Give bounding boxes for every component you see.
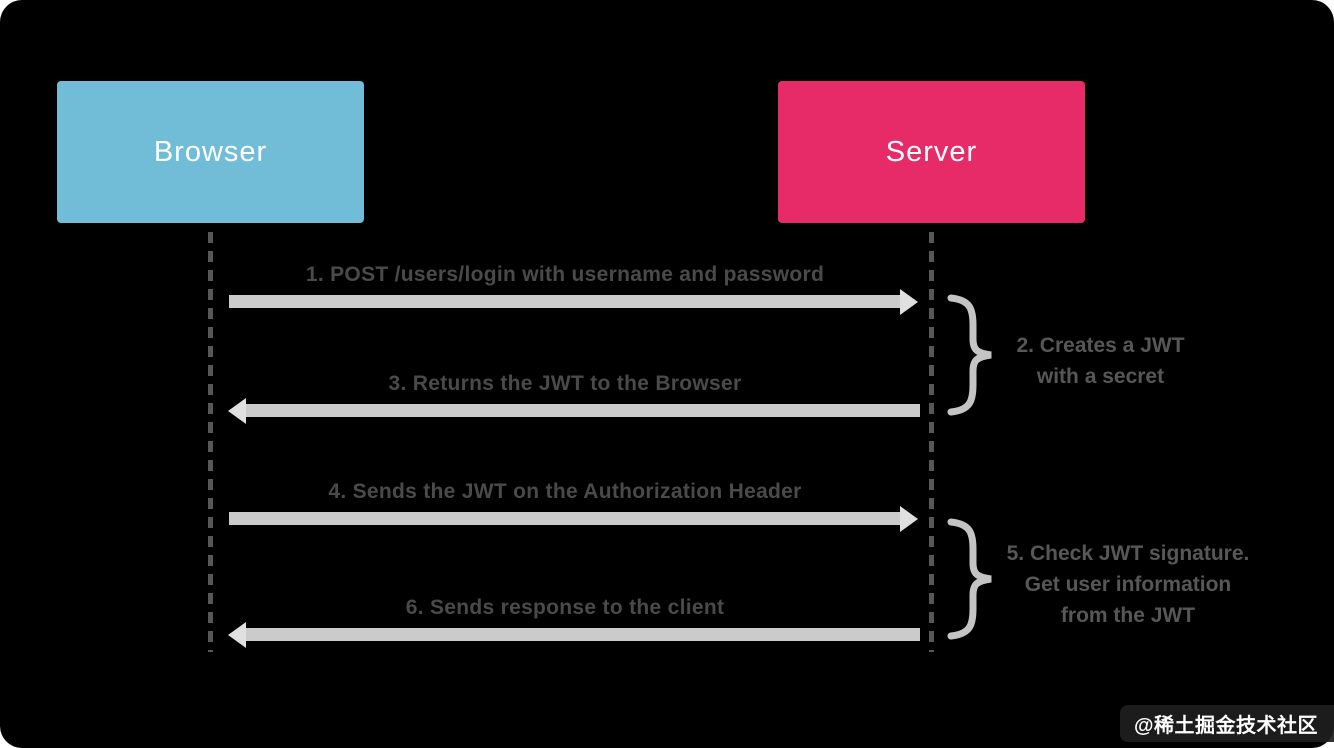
server-note-1-line: 2. Creates a JWT <box>1016 334 1185 357</box>
actor-box-server: Server <box>778 81 1085 223</box>
message-1-label: 1. POST /users/login with username and p… <box>305 263 825 286</box>
server-note-2-line: Get user information <box>1024 573 1232 596</box>
curly-brace-icon <box>946 293 996 417</box>
watermark-badge: @稀土掘金技术社区 <box>1119 705 1334 742</box>
message-2-label: 3. Returns the JWT to the Browser <box>388 372 742 395</box>
server-note-1: 2. Creates a JWT with a secret <box>998 330 1203 392</box>
arrow-right-icon <box>900 289 918 315</box>
server-note-2: 5. Check JWT signature. Get user informa… <box>988 538 1268 631</box>
server-note-2-line: from the JWT <box>1060 604 1196 627</box>
server-note-1-line: with a secret <box>1036 365 1165 388</box>
arrow-left-icon <box>228 398 246 424</box>
message-3-arrow-line <box>229 512 901 525</box>
watermark-text: @稀土掘金技术社区 <box>1133 715 1318 737</box>
server-note-2-line: 5. Check JWT signature. <box>1006 542 1250 565</box>
message-1-arrow-line <box>229 295 901 308</box>
message-2-arrow-line <box>246 404 920 417</box>
curly-brace-icon <box>946 517 996 641</box>
server-lifeline <box>929 232 934 652</box>
actor-box-browser: Browser <box>57 81 364 223</box>
arrow-left-icon <box>228 622 246 648</box>
browser-lifeline <box>208 232 213 652</box>
message-4-arrow-line <box>246 628 920 641</box>
arrow-right-icon <box>900 506 918 532</box>
message-3-label: 4. Sends the JWT on the Authorization He… <box>328 480 802 503</box>
actor-label-browser: Browser <box>153 135 268 168</box>
message-4-label: 6. Sends response to the client <box>405 596 725 619</box>
actor-label-server: Server <box>885 135 978 168</box>
